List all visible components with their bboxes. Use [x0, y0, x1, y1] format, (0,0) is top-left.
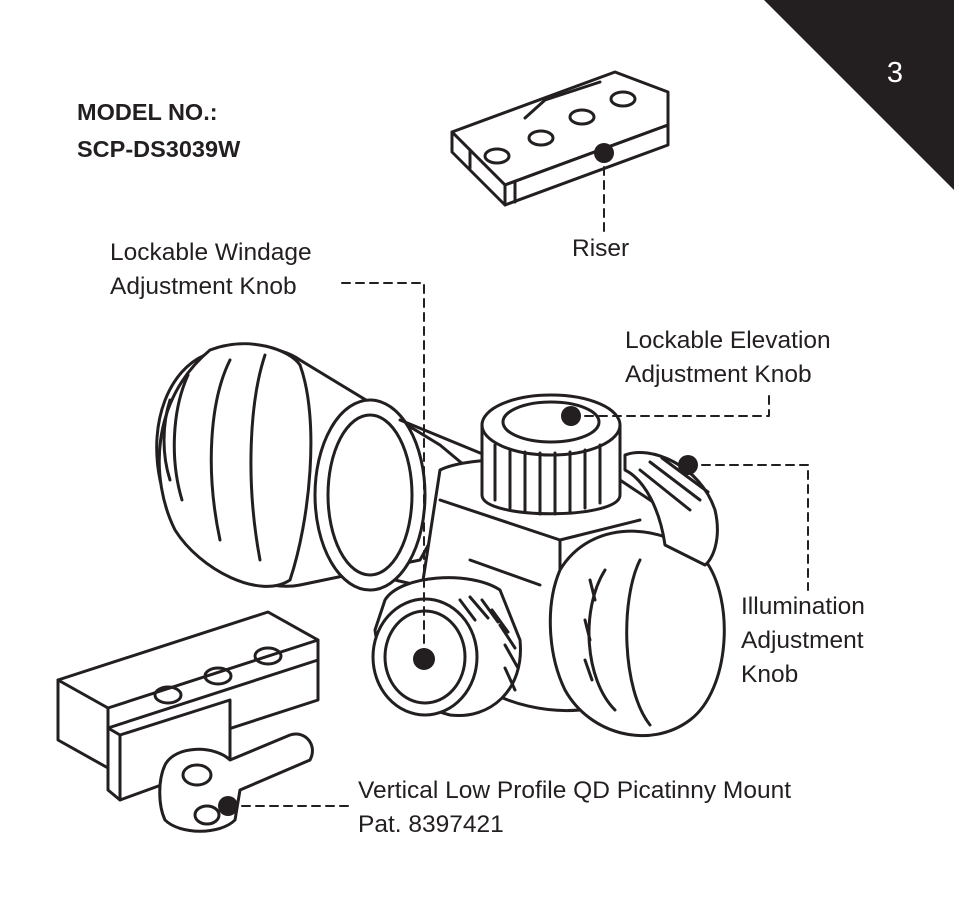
riser-callout-dot — [594, 143, 614, 163]
illumination-leader — [687, 464, 809, 591]
windage-leader — [341, 282, 425, 660]
model-label: MODEL NO.: — [77, 99, 218, 125]
elevation-leader — [570, 389, 770, 417]
illumination-label-line3: Knob — [741, 661, 799, 688]
riser-label-text: Riser — [572, 235, 630, 262]
mount-label-line2: Pat. 8397421 — [358, 811, 504, 838]
elevation-callout-dot — [561, 406, 581, 426]
riser-illustration — [450, 70, 670, 207]
illumination-label-line2: Adjustment — [741, 627, 864, 654]
leader-lines — [227, 152, 809, 807]
callout-dots — [218, 143, 698, 816]
elevation-label-line1: Lockable Elevation — [625, 327, 831, 354]
illumination-callout-dot — [678, 455, 698, 475]
scope-illustration — [155, 342, 726, 737]
mount-illustration — [56, 610, 320, 833]
page-number: 3 — [886, 57, 904, 89]
elevation-label-line2: Adjustment Knob — [625, 361, 812, 388]
windage-label-line2: Adjustment Knob — [110, 273, 297, 300]
model-value: SCP-DS3039W — [77, 136, 241, 162]
elevation-knob-label: Lockable Elevation Adjustment Knob — [625, 324, 831, 392]
mount-callout-dot — [218, 796, 238, 816]
windage-knob-label: Lockable Windage Adjustment Knob — [110, 236, 312, 304]
mount-label: Vertical Low Profile QD Picatinny Mount … — [358, 774, 791, 842]
illumination-label-line1: Illumination — [741, 593, 865, 620]
model-number-block: MODEL NO.: SCP-DS3039W — [77, 94, 240, 168]
windage-callout-dot — [413, 648, 435, 670]
windage-label-line1: Lockable Windage — [110, 239, 312, 266]
mount-label-line1: Vertical Low Profile QD Picatinny Mount — [358, 777, 792, 804]
illumination-knob-label: Illumination Adjustment Knob — [741, 590, 865, 692]
riser-label: Riser — [572, 232, 629, 266]
